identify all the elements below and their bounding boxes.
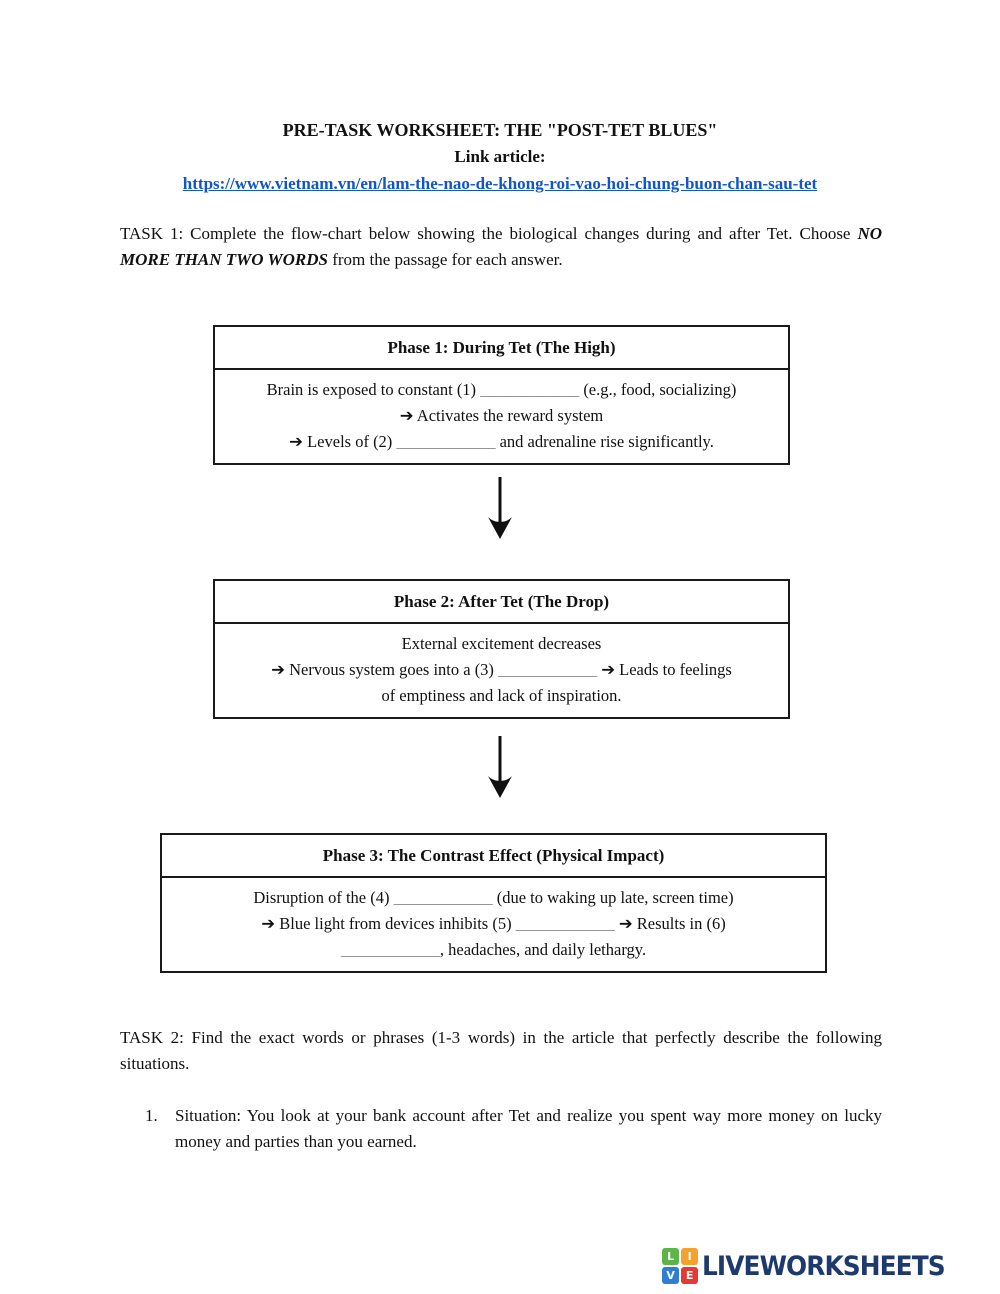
phase-1-body: Brain is exposed to constant (1) _______… [215, 370, 788, 463]
logo-square-e: E [681, 1267, 699, 1284]
answer-blank: ____________ [393, 888, 493, 907]
phase-1-line-1: Brain is exposed to constant (1) _______… [266, 380, 737, 399]
phase-3-title: Phase 3: The Contrast Effect (Physical I… [162, 835, 825, 878]
logo-square-v: V [662, 1267, 680, 1284]
phase-2-box: Phase 2: After Tet (The Drop) External e… [213, 579, 790, 719]
phase-1-box: Phase 1: During Tet (The High) Brain is … [213, 325, 790, 465]
list-item-text: Situation: You look at your bank account… [175, 1106, 882, 1151]
article-link[interactable]: https://www.vietnam.vn/en/lam-the-nao-de… [182, 174, 818, 193]
down-arrow-icon [488, 736, 512, 798]
phase-1-title: Phase 1: During Tet (The High) [215, 327, 788, 370]
task1-text-prefix: TASK 1: Complete the flow-chart below sh… [120, 224, 858, 243]
phase-3-line-2: ➔ Blue light from devices inhibits (5) _… [261, 914, 726, 933]
down-arrow-icon [488, 477, 512, 539]
phase-2-line-1: External excitement decreases [401, 634, 602, 653]
liveworksheets-logo[interactable]: L I V E LIVEWORKSHEETS [662, 1248, 966, 1285]
phase-1-line-3: ➔ Levels of (2) ____________ and adrenal… [289, 432, 714, 451]
list-item-number: 1. [145, 1106, 158, 1125]
answer-blank: ____________ [515, 914, 615, 933]
task1-instructions: TASK 1: Complete the flow-chart below sh… [120, 221, 882, 273]
situation-list-item-1: 1. Situation: You look at your bank acco… [145, 1103, 882, 1155]
phase-1-line-2: ➔ Activates the reward system [399, 406, 604, 425]
logo-square-l: L [662, 1248, 680, 1265]
phase-2-title: Phase 2: After Tet (The Drop) [215, 581, 788, 624]
answer-blank: ____________ [396, 432, 496, 451]
answer-blank: ____________ [498, 660, 598, 679]
phase-2-line-2: ➔ Nervous system goes into a (3) _______… [271, 660, 732, 679]
task1-emphasis: NO MORE THAN TWO WORDS [120, 224, 882, 269]
answer-blank: ____________ [340, 940, 440, 959]
phase-3-line-1: Disruption of the (4) ____________ (due … [253, 888, 734, 907]
task1-text-suffix: from the passage for each answer. [327, 250, 563, 269]
phase-3-body: Disruption of the (4) ____________ (due … [162, 878, 825, 971]
phase-2-body: External excitement decreases ➔ Nervous … [215, 624, 788, 717]
logo-square-i: I [681, 1248, 699, 1265]
phase-2-line-3: of emptiness and lack of inspiration. [381, 686, 622, 705]
worksheet-title: PRE-TASK WORKSHEET: THE "POST-TET BLUES" [282, 120, 718, 140]
liveworksheets-wordmark: LIVEWORKSHEETS [702, 1251, 946, 1282]
task2-instructions: TASK 2: Find the exact words or phrases … [120, 1028, 882, 1073]
answer-blank: ____________ [480, 380, 580, 399]
phase-3-line-3: ____________, headaches, and daily letha… [340, 940, 647, 959]
liveworksheets-grid-icon: L I V E [662, 1248, 699, 1285]
phase-3-box: Phase 3: The Contrast Effect (Physical I… [160, 833, 827, 973]
link-article-label: Link article: [454, 147, 546, 166]
